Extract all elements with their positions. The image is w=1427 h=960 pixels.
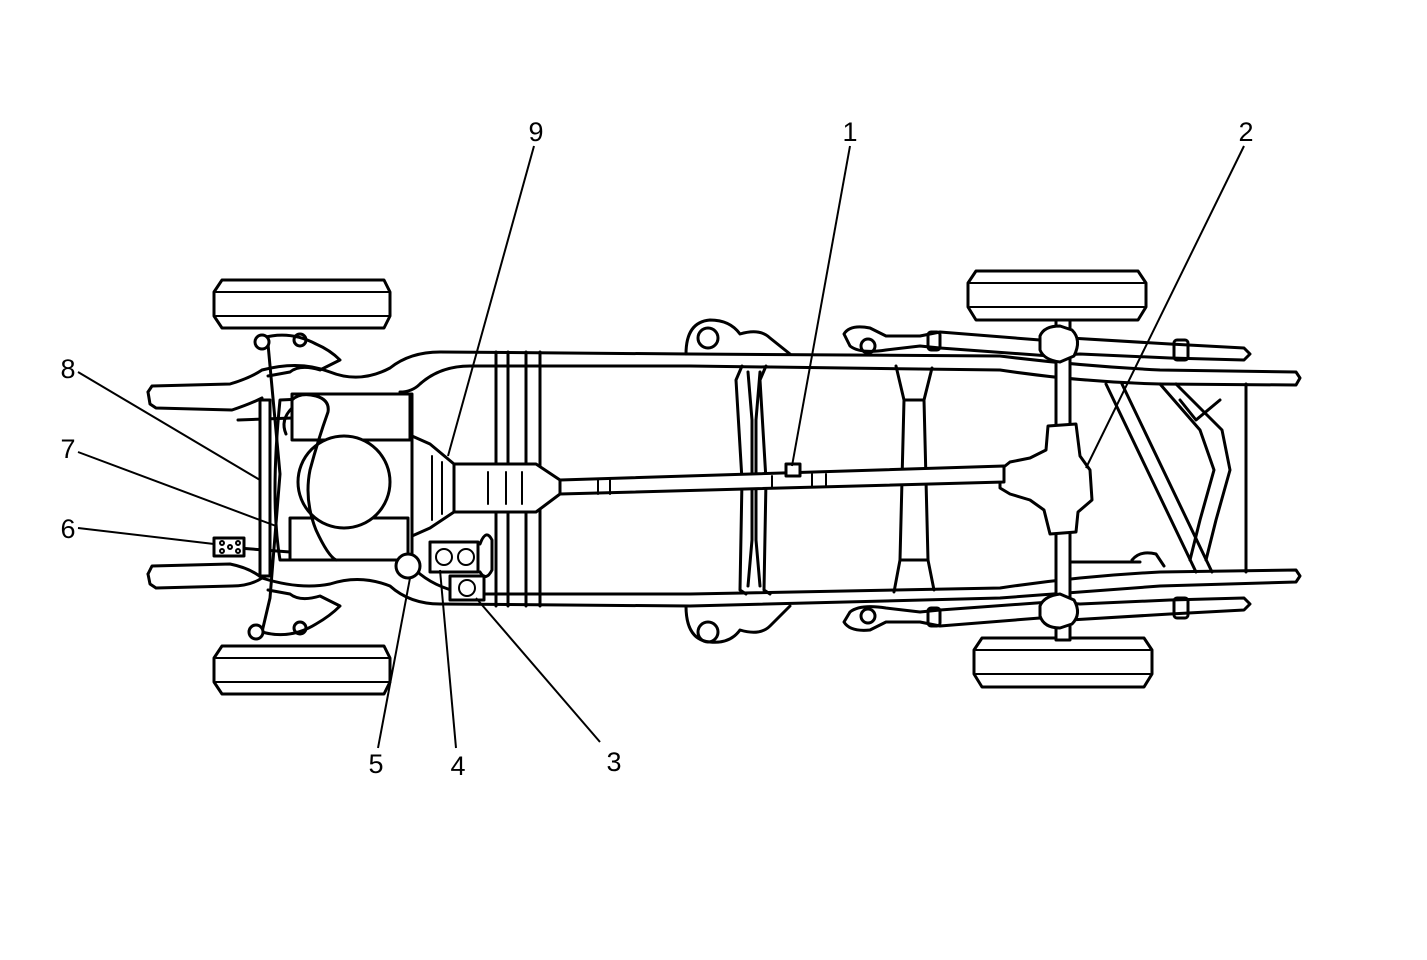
- callout-7: 7: [60, 434, 75, 464]
- leader-lines: [77, 145, 1245, 749]
- component-6-module: [212, 536, 246, 558]
- driveshaft: [558, 462, 1006, 496]
- callout-5: 5: [368, 749, 383, 779]
- leader-1: [791, 145, 851, 467]
- front-suspension: [236, 332, 342, 641]
- callout-2: 2: [1238, 117, 1253, 147]
- leader-3: [475, 597, 601, 743]
- front-left-wheel: [212, 278, 392, 330]
- rear-left-wheel: [966, 269, 1148, 322]
- transmission: [410, 434, 562, 538]
- front-right-wheel: [212, 644, 392, 696]
- leader-9: [447, 145, 535, 457]
- leader-2: [1085, 145, 1245, 469]
- callout-4: 4: [450, 751, 465, 781]
- rear-suspension: [842, 325, 1252, 632]
- engine: [273, 392, 422, 580]
- callouts: 1 2 3 4 5 6 7 8 9: [60, 117, 1253, 781]
- callout-6: 6: [60, 514, 75, 544]
- callout-1: 1: [842, 117, 857, 147]
- callout-9: 9: [528, 117, 543, 147]
- component-4-module: [428, 533, 494, 578]
- callout-8: 8: [60, 354, 75, 384]
- leader-8: [77, 371, 261, 481]
- component-3-module: [448, 574, 486, 602]
- leader-7: [77, 451, 277, 527]
- rear-right-wheel: [972, 636, 1154, 689]
- leader-4: [439, 569, 457, 749]
- callout-3: 3: [606, 747, 621, 777]
- leader-5: [377, 577, 411, 749]
- leader-6: [77, 527, 215, 545]
